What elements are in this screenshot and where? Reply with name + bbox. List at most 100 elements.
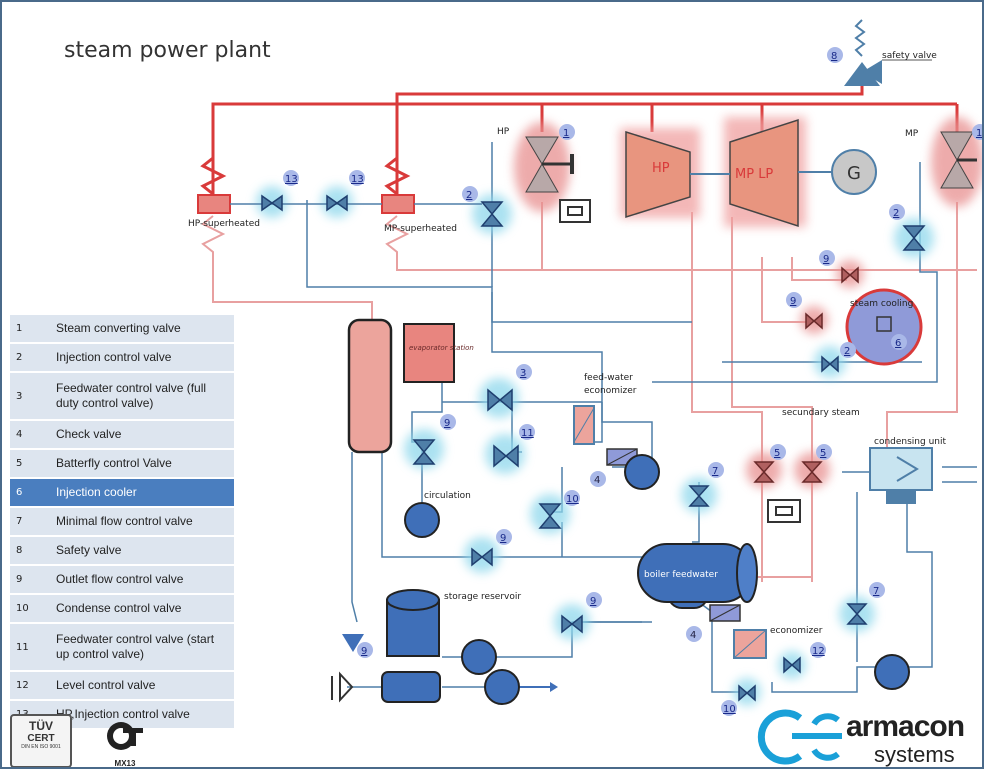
badge-7a: 7: [712, 466, 718, 477]
legend-text: Minimal flow control valve: [50, 507, 234, 537]
badge-5a: 5: [774, 448, 780, 459]
tuv-cert-text: CERT: [27, 733, 55, 744]
armacon-logo: armacon systems: [754, 702, 982, 767]
hp-superheater: [197, 194, 231, 214]
control-valves: [261, 194, 926, 702]
mp-small-label: MP: [905, 129, 919, 139]
condensate-tank: [381, 671, 441, 703]
badge-13a: 13: [285, 174, 298, 185]
badge-12: 12: [812, 646, 825, 657]
legend-text: Condense control valve: [50, 594, 234, 624]
page-title: steam power plant: [64, 38, 271, 63]
storage-reservoir-label: storage reservoir: [444, 592, 521, 602]
badge-4a: 4: [594, 475, 600, 486]
legend-num: 6: [10, 478, 50, 508]
badge-9a: 9: [823, 254, 829, 265]
legend-text: Batterfly control Valve: [50, 449, 234, 479]
safety-valve-label: safety valve: [882, 51, 937, 61]
badge-5b: 5: [820, 448, 826, 459]
badge-2c: 2: [844, 346, 850, 357]
economizer-label-2: economizer: [770, 626, 823, 636]
legend-text: Check valve: [50, 420, 234, 450]
badge-9d: 9: [500, 533, 506, 544]
boiler-feedwater-tank: boiler feedwater: [637, 543, 758, 609]
mp-lp-turbine-label: MP LP: [735, 167, 773, 182]
steam-cooler: steam cooling: [845, 288, 923, 366]
hp-small-label: HP: [497, 127, 510, 137]
pct-mark-icon: [107, 722, 143, 750]
pink-pipes: [201, 202, 977, 582]
badge-9f: 9: [361, 646, 367, 657]
legend-text: Feedwater control valve (start up contro…: [50, 623, 234, 672]
legend-text: Injection control valve: [50, 343, 234, 373]
legend-num: 8: [10, 536, 50, 566]
evaporator-label: evaporator station: [409, 344, 474, 352]
outlet-valves: [753, 266, 859, 483]
badge-4b: 4: [690, 630, 696, 641]
badge-2a: 2: [466, 190, 472, 201]
badge-9e: 9: [590, 596, 596, 607]
economizer-label-1: economizer: [584, 386, 637, 396]
secundary-steam-label: secundary steam: [782, 408, 860, 418]
badge-2b: 2: [893, 208, 899, 219]
mx13-label: MX13: [114, 759, 136, 768]
legend-num: 5: [10, 449, 50, 479]
safety-valve-icon: safety valve: [844, 19, 937, 86]
economizer: [733, 629, 767, 659]
mp-superheated-label: MP-superheated: [384, 224, 457, 234]
badge-6: 6: [895, 338, 901, 349]
tuv-cert-logo: TÜV CERT DIN EN ISO 9001: [10, 714, 72, 767]
hp-superheated-label: HP-superheated: [188, 219, 260, 229]
badge-9c: 9: [444, 418, 450, 429]
generator: G: [831, 149, 877, 195]
legend-num: 11: [10, 623, 50, 672]
condensing-unit-label: condensing unit: [874, 437, 946, 447]
legend-text: Safety valve: [50, 536, 234, 566]
boiler-feedwater-label: boiler feedwater: [644, 570, 718, 580]
badge-3: 3: [520, 368, 526, 379]
hp-turbine-label: HP: [652, 161, 670, 176]
legend-num: 3: [10, 372, 50, 421]
badge-13b: 13: [351, 174, 364, 185]
mp-superheater: [381, 194, 415, 214]
pct-logo: MX13: [100, 718, 150, 768]
mp-converting-valve-icon: MP: [905, 129, 977, 189]
armacon-systems: systems: [874, 742, 955, 767]
legend-text: Injection cooler: [50, 478, 234, 508]
condensing-unit: [869, 447, 933, 504]
legend-text: Feedwater control valve (full duty contr…: [50, 372, 234, 421]
badge-10b: 10: [723, 704, 736, 715]
storage-reservoir: storage reservoir: [386, 589, 521, 657]
evaporator-station: [403, 323, 455, 383]
number-badges: 8 1 1 13 13 2 2 9 9 6 2 3 9 11 4 10 7 5 …: [283, 47, 982, 716]
feed-water-label: feed-water: [584, 373, 633, 383]
legend-text: Outlet flow control valve: [50, 565, 234, 595]
badge-9b: 9: [790, 296, 796, 307]
badge-10a: 10: [566, 494, 579, 505]
legend-num: 10: [10, 594, 50, 624]
legend-text: Level control valve: [50, 671, 234, 701]
generator-label: G: [847, 163, 861, 184]
badge-1b: 1: [976, 128, 982, 139]
pumps: [404, 454, 910, 705]
legend-num: 12: [10, 671, 50, 701]
tuv-iso-text: DIN EN ISO 9001: [21, 744, 61, 750]
tuv-logo-text: TÜV: [29, 719, 53, 733]
hp-converting-valve-icon: HP: [497, 127, 574, 193]
mp-lp-turbine: MP LP: [729, 118, 799, 228]
circulation-label: circulation: [424, 491, 471, 501]
badge-1a: 1: [563, 128, 569, 139]
legend-num: 1: [10, 315, 50, 344]
